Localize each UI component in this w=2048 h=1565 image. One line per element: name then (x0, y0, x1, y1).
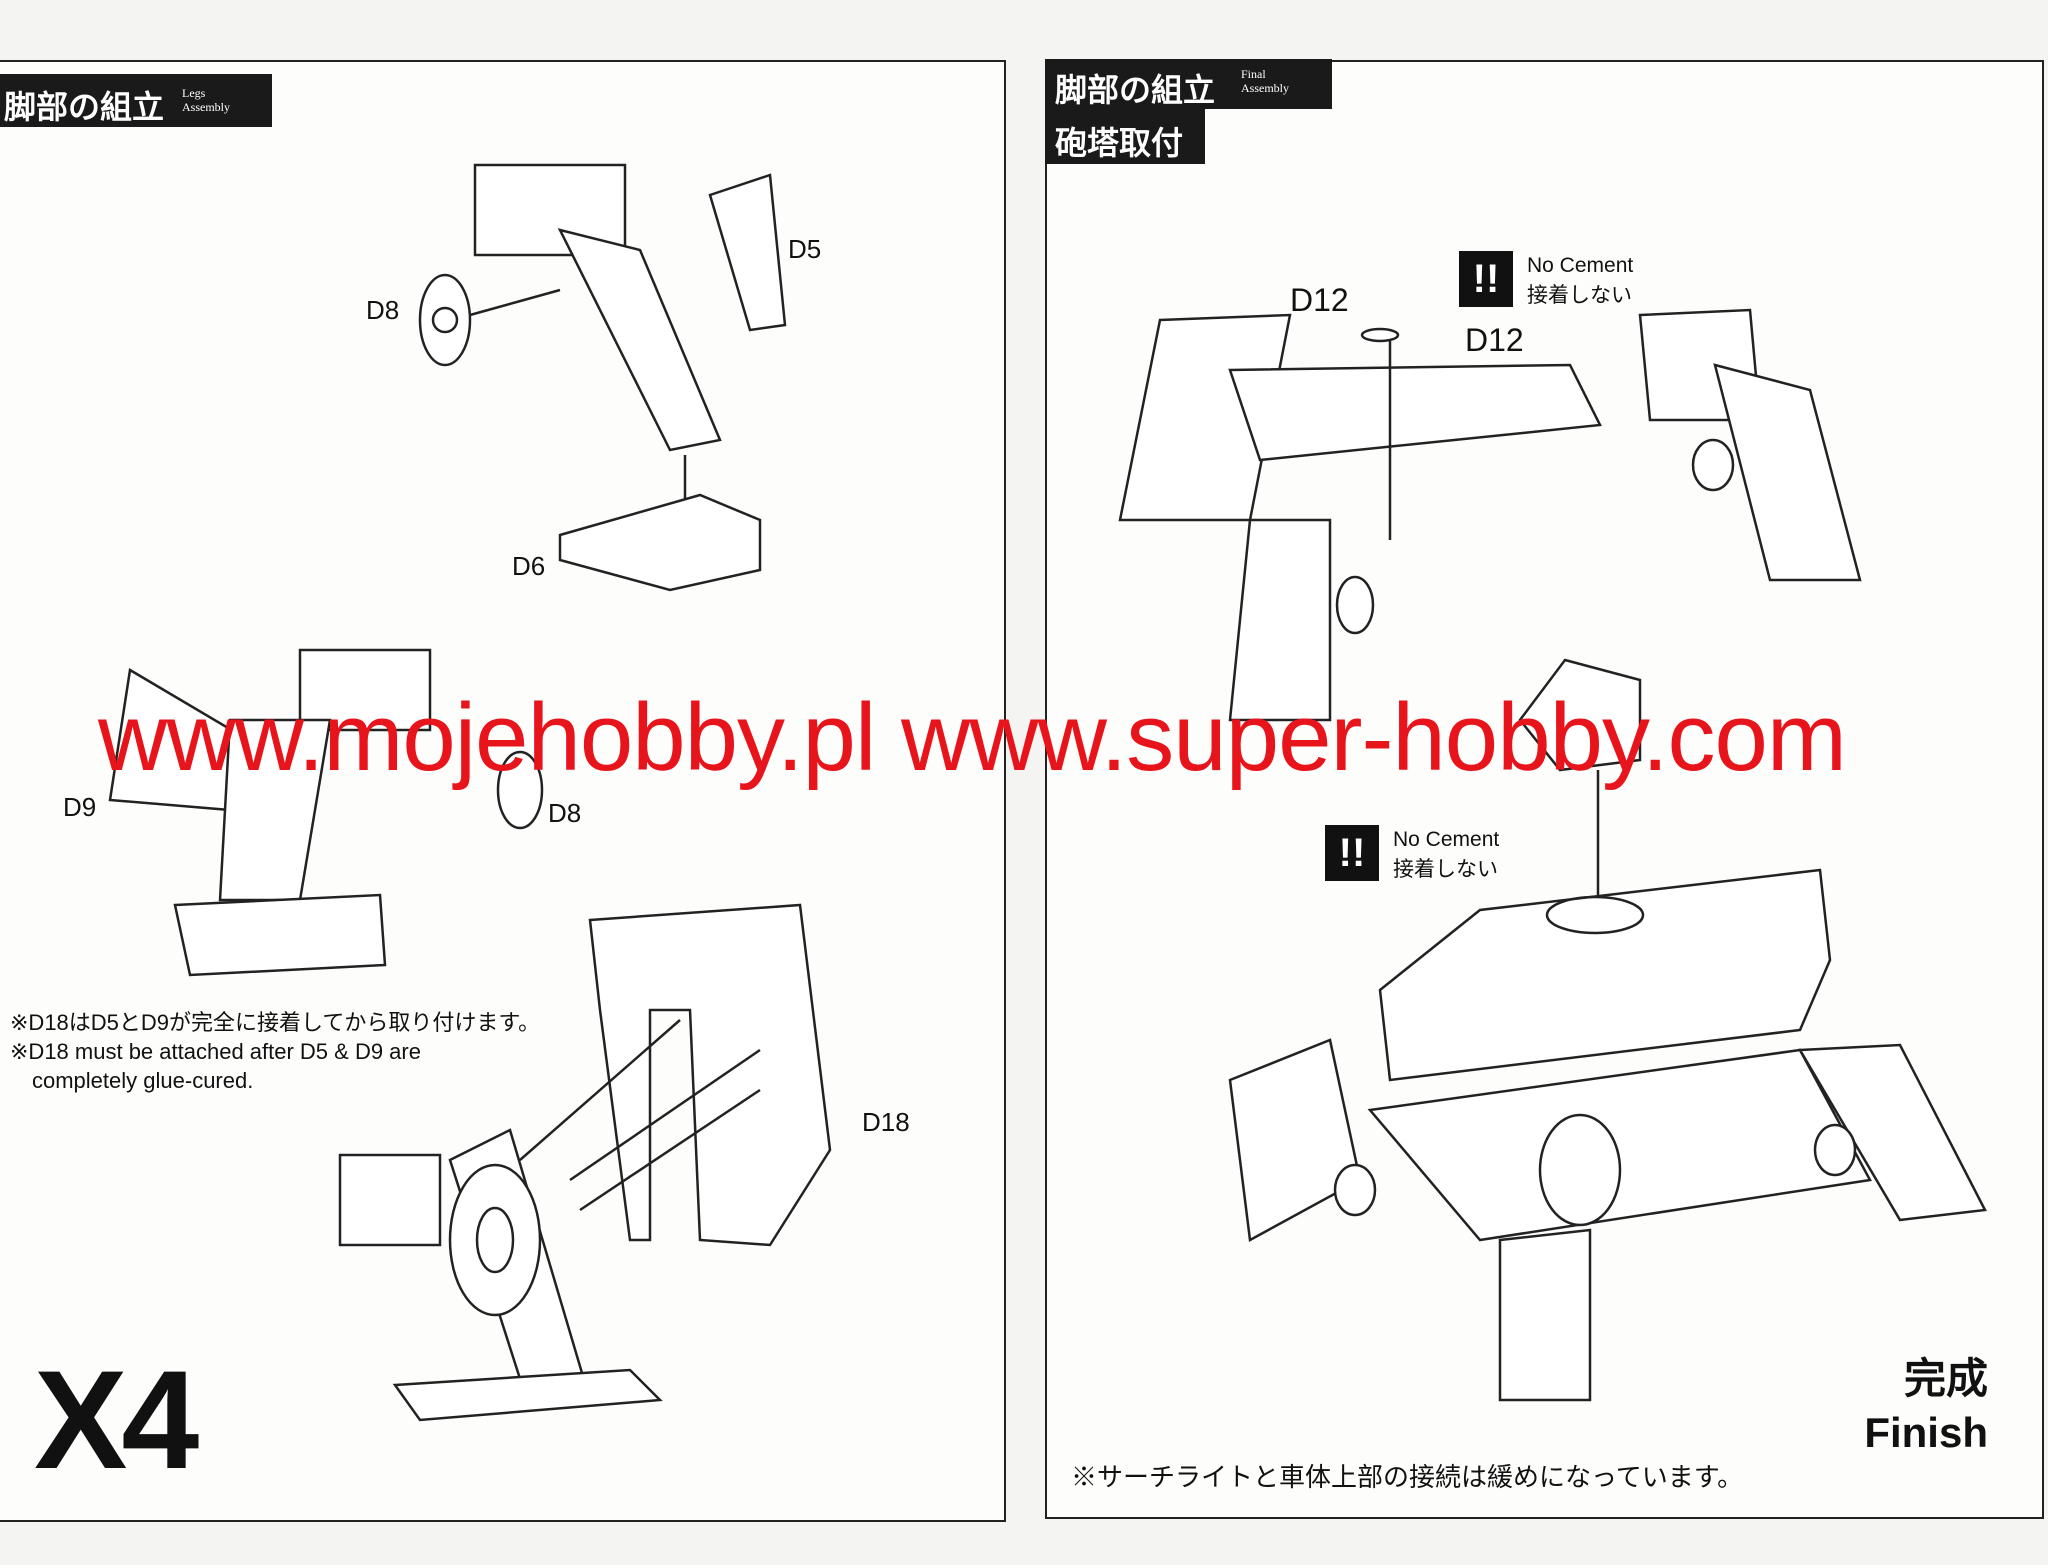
part-label-d8: D8 (548, 798, 582, 828)
assembly-guide-line (579, 1088, 761, 1212)
right-section-header: 脚部の組立 Final Assembly (1045, 59, 1332, 109)
header-title-en-2: Assembly (182, 100, 230, 114)
wheel (1333, 1163, 1377, 1217)
part-label-d8: D8 (366, 295, 400, 325)
hull-lower (1367, 1048, 1872, 1242)
wheel (1335, 575, 1375, 635)
searchlight (1518, 658, 1642, 772)
right-assembly-note: ※サーチライトと車体上部の接続は緩めになっています。 (1071, 1462, 1744, 1492)
hull-upper (1378, 868, 1832, 1082)
part-label-d18: D18 (862, 1107, 910, 1137)
note-jp: ※D18はD5とD9が完全に接着してから取り付けます。 (10, 1010, 541, 1035)
leg-diagram-2 (108, 648, 544, 977)
wheel-hub (475, 1206, 515, 1274)
header-subtitle-jp: 砲塔取付 (1055, 125, 1184, 161)
foot (173, 893, 387, 977)
hull-frame (1228, 363, 1602, 462)
warning-icon: !! (1325, 825, 1379, 881)
warning-icon: !! (1459, 251, 1513, 307)
header-title-jp: 脚部の組立 (4, 89, 165, 125)
header-title-en-2: Assembly (1241, 81, 1289, 95)
right-section-subheader: 砲塔取付 (1045, 108, 1205, 164)
part-d6-foot (558, 493, 762, 592)
note-en-1: ※D18 must be attached after D5 & D9 are (10, 1039, 421, 1064)
leg-front (1228, 518, 1332, 722)
finish-en: Finish (1864, 1409, 1988, 1456)
final-assembly-diagram-1 (1118, 308, 1862, 722)
part-d8-wheel (418, 273, 472, 367)
wheel-hub (431, 306, 459, 334)
hip-joint (338, 1153, 442, 1247)
no-cement-warning: !! No Cement 接着しない (1459, 251, 1633, 311)
wheel (1813, 1123, 1857, 1177)
turret-ring (1545, 895, 1645, 935)
header-title-en-1: Final (1241, 67, 1266, 81)
part-label-d9: D9 (63, 792, 97, 822)
part-d12 (1360, 327, 1400, 343)
warning-text-jp: 接着しない (1393, 858, 1498, 881)
part-label-d5: D5 (788, 234, 822, 264)
part-label-d12: D12 (1465, 322, 1524, 358)
left-section-header: 脚部の組立 Legs Assembly (0, 74, 272, 127)
leg-right (1713, 363, 1862, 582)
warning-text-en: No Cement (1393, 828, 1500, 851)
leg-upper-part (557, 228, 722, 452)
hip-joint (298, 648, 432, 732)
header-title-jp: 脚部の組立 (1055, 72, 1216, 108)
assembly-guide-line (569, 1048, 761, 1182)
quantity-label: X4 (34, 1341, 199, 1498)
foot (392, 1368, 663, 1422)
part-d18 (588, 903, 832, 1247)
warning-text-en: No Cement (1527, 254, 1634, 277)
wheel (1538, 1113, 1622, 1227)
leg-left (1228, 1038, 1362, 1242)
leg-front (1498, 1228, 1592, 1402)
watermark-text: www.mojehobby.pl www.super-hobby.com (98, 684, 1847, 791)
assembly-guide-line (469, 288, 561, 317)
leg-diagram-1 (418, 163, 787, 592)
header-title-en-1: Legs (182, 86, 206, 100)
assembly-guide-line (519, 1019, 681, 1161)
part-d8-wheel (496, 750, 544, 830)
wheel (1691, 438, 1735, 492)
leg-right (1797, 1043, 1987, 1222)
final-assembly-diagram-2 (1228, 658, 1987, 1402)
note-en-2: completely glue-cured. (32, 1068, 254, 1093)
part-label-d12: D12 (1290, 282, 1349, 318)
part-label-d6: D6 (512, 551, 546, 581)
wheel (448, 1163, 542, 1317)
leg-diagram-3 (338, 903, 832, 1422)
finish-jp: 完成 (1903, 1355, 1988, 1402)
part-d5 (708, 173, 787, 332)
left-assembly-note: ※D18はD5とD9が完全に接着してから取り付けます。 ※D18 must be… (10, 1008, 540, 1095)
no-cement-warning: !! No Cement 接着しない (1325, 825, 1499, 885)
finish-label: 完成 Finish (1864, 1352, 1988, 1460)
warning-text-jp: 接着しない (1527, 284, 1632, 307)
